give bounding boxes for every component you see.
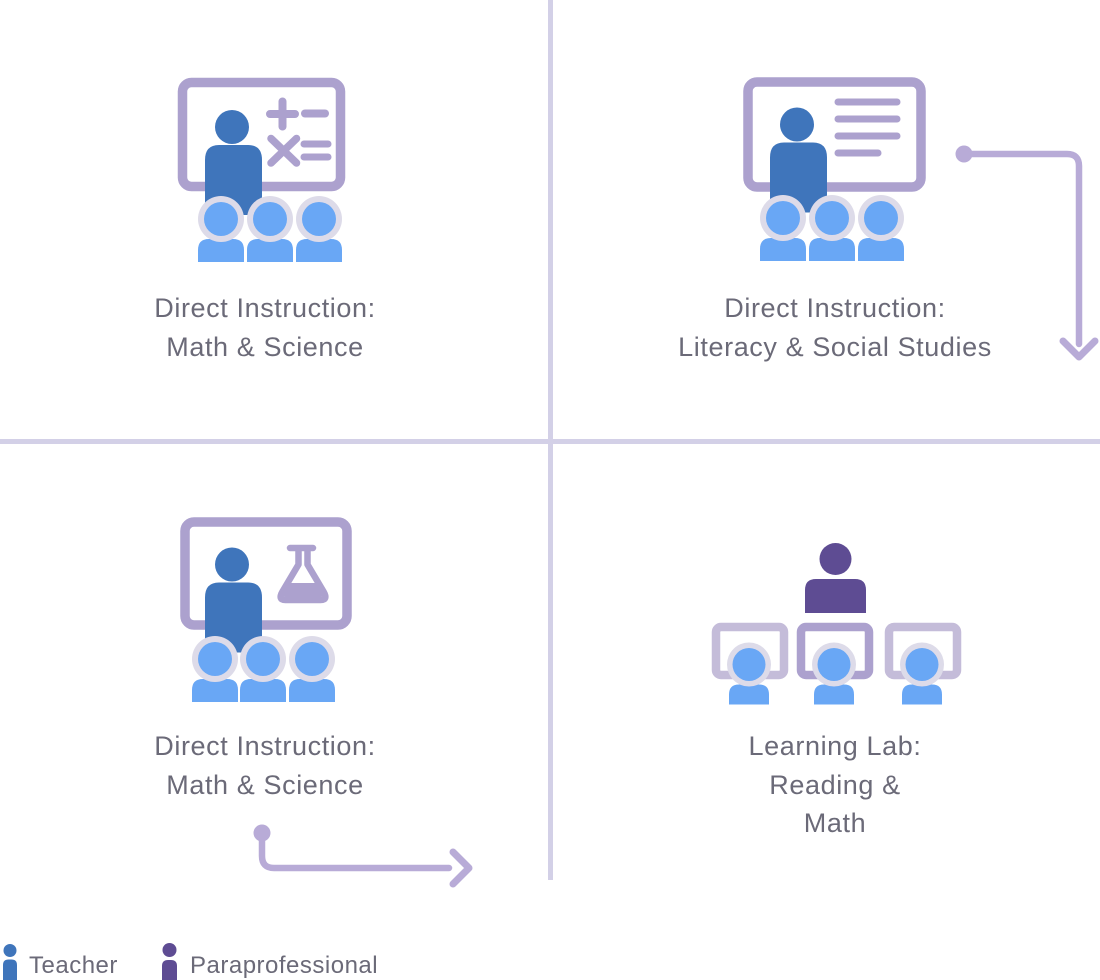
label-line: Direct Instruction: [724, 293, 946, 323]
student-icon [247, 196, 293, 262]
label-line: Math & Science [166, 331, 364, 362]
quadrant-label-bottom-left: Direct Instruction: Math & Science [45, 727, 485, 804]
label-line: Literacy & Social Studies [678, 331, 992, 362]
student-icon [289, 636, 335, 702]
quadrant-label-top-right: Direct Instruction: Literacy & Social St… [615, 289, 1055, 366]
quadrant-label-top-left: Direct Instruction: Math & Science [45, 289, 485, 366]
arrow-down-then-right-icon [253, 824, 473, 888]
student-icon [900, 642, 944, 705]
label-line: Math [803, 808, 867, 838]
classroom-math-icon [177, 77, 346, 262]
student-icon [198, 196, 244, 262]
board-icon [743, 77, 926, 192]
classroom-science-icon [180, 517, 352, 702]
student-icon [240, 636, 286, 702]
label-line: Direct Instruction: [154, 731, 376, 761]
board-icon [180, 517, 352, 630]
quadrant-label-bottom-right: Learning Lab: Reading & Math [615, 727, 1055, 843]
student-icon [809, 195, 855, 261]
paraprofessional-legend-icon [162, 943, 177, 980]
learning-lab-icon [711, 543, 962, 705]
legend-label: Teacher [29, 952, 118, 979]
student-icon [760, 195, 806, 261]
plus-icon [266, 97, 299, 131]
horizontal-divider [0, 439, 1100, 444]
label-line: Learning Lab: [748, 731, 922, 761]
math-symbols-icon [266, 97, 332, 167]
student-icon [858, 195, 904, 261]
student-icon [296, 196, 342, 262]
student-icon [812, 642, 856, 705]
text-lines-icon [834, 98, 901, 157]
arrow-right-then-down-icon [955, 145, 1099, 361]
equals-icon [300, 140, 332, 161]
multiply-icon [267, 134, 301, 167]
label-line: Reading & [769, 769, 901, 800]
legend-label: Paraprofessional [190, 952, 379, 979]
paraprofessional-icon [805, 543, 866, 613]
flask-icon [277, 544, 329, 604]
teacher-legend-icon [3, 944, 17, 980]
label-line: Direct Instruction: [154, 293, 376, 323]
classroom-literacy-icon [743, 77, 926, 261]
student-icon [727, 642, 771, 705]
student-icon [192, 636, 238, 702]
label-line: Math & Science [166, 769, 364, 800]
